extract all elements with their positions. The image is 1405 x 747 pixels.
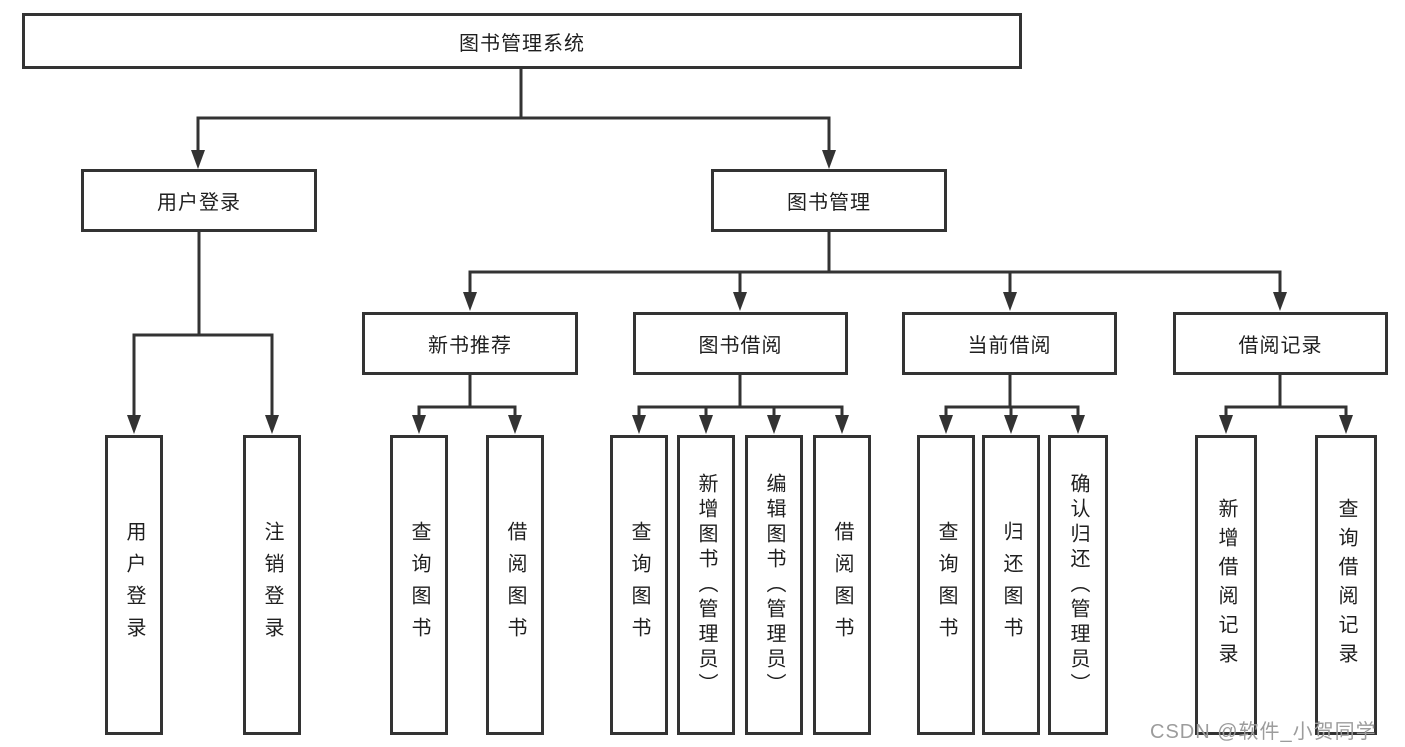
leaf-label: 借阅图书 [831,521,853,649]
leaf-query-books-current: 查询图书 [917,435,975,735]
leaf-label: 归还图书 [1000,521,1022,649]
leaf-query-borrow-record: 查询借阅记录 [1315,435,1377,735]
leaf-confirm-return-admin: 确认归还（管理员） [1048,435,1108,735]
leaf-label: 查询图书 [628,521,650,649]
node-new-book-recommend: 新书推荐 [362,312,578,375]
node-current-borrowing: 当前借阅 [902,312,1117,375]
leaf-user-login: 用户登录 [105,435,163,735]
leaf-label: 查询借阅记录 [1335,498,1357,672]
leaf-label: 查询图书 [935,521,957,649]
leaf-edit-book-admin: 编辑图书（管理员） [745,435,803,735]
leaf-label: 新增图书（管理员） [695,472,717,698]
leaf-label: 新增借阅记录 [1215,498,1237,672]
node-user-login: 用户登录 [81,169,317,232]
node-book-borrowing: 图书借阅 [633,312,848,375]
leaf-label: 编辑图书（管理员） [763,472,785,698]
leaf-borrow-books-recommend: 借阅图书 [486,435,544,735]
leaf-add-borrow-record: 新增借阅记录 [1195,435,1257,735]
node-library-management-system: 图书管理系统 [22,13,1022,69]
leaf-add-book-admin: 新增图书（管理员） [677,435,735,735]
node-borrowing-records: 借阅记录 [1173,312,1388,375]
leaf-query-books-recommend: 查询图书 [390,435,448,735]
leaf-label: 确认归还（管理员） [1067,472,1089,698]
csdn-watermark: CSDN @软件_小贺同学 [1150,721,1377,743]
leaf-borrow-books-borrowing: 借阅图书 [813,435,871,735]
leaf-label: 注销登录 [261,521,283,649]
leaf-label: 查询图书 [408,521,430,649]
leaf-query-books-borrowing: 查询图书 [610,435,668,735]
leaf-logout: 注销登录 [243,435,301,735]
node-book-management: 图书管理 [711,169,947,232]
leaf-label: 用户登录 [123,521,145,649]
leaf-return-book: 归还图书 [982,435,1040,735]
leaf-label: 借阅图书 [504,521,526,649]
